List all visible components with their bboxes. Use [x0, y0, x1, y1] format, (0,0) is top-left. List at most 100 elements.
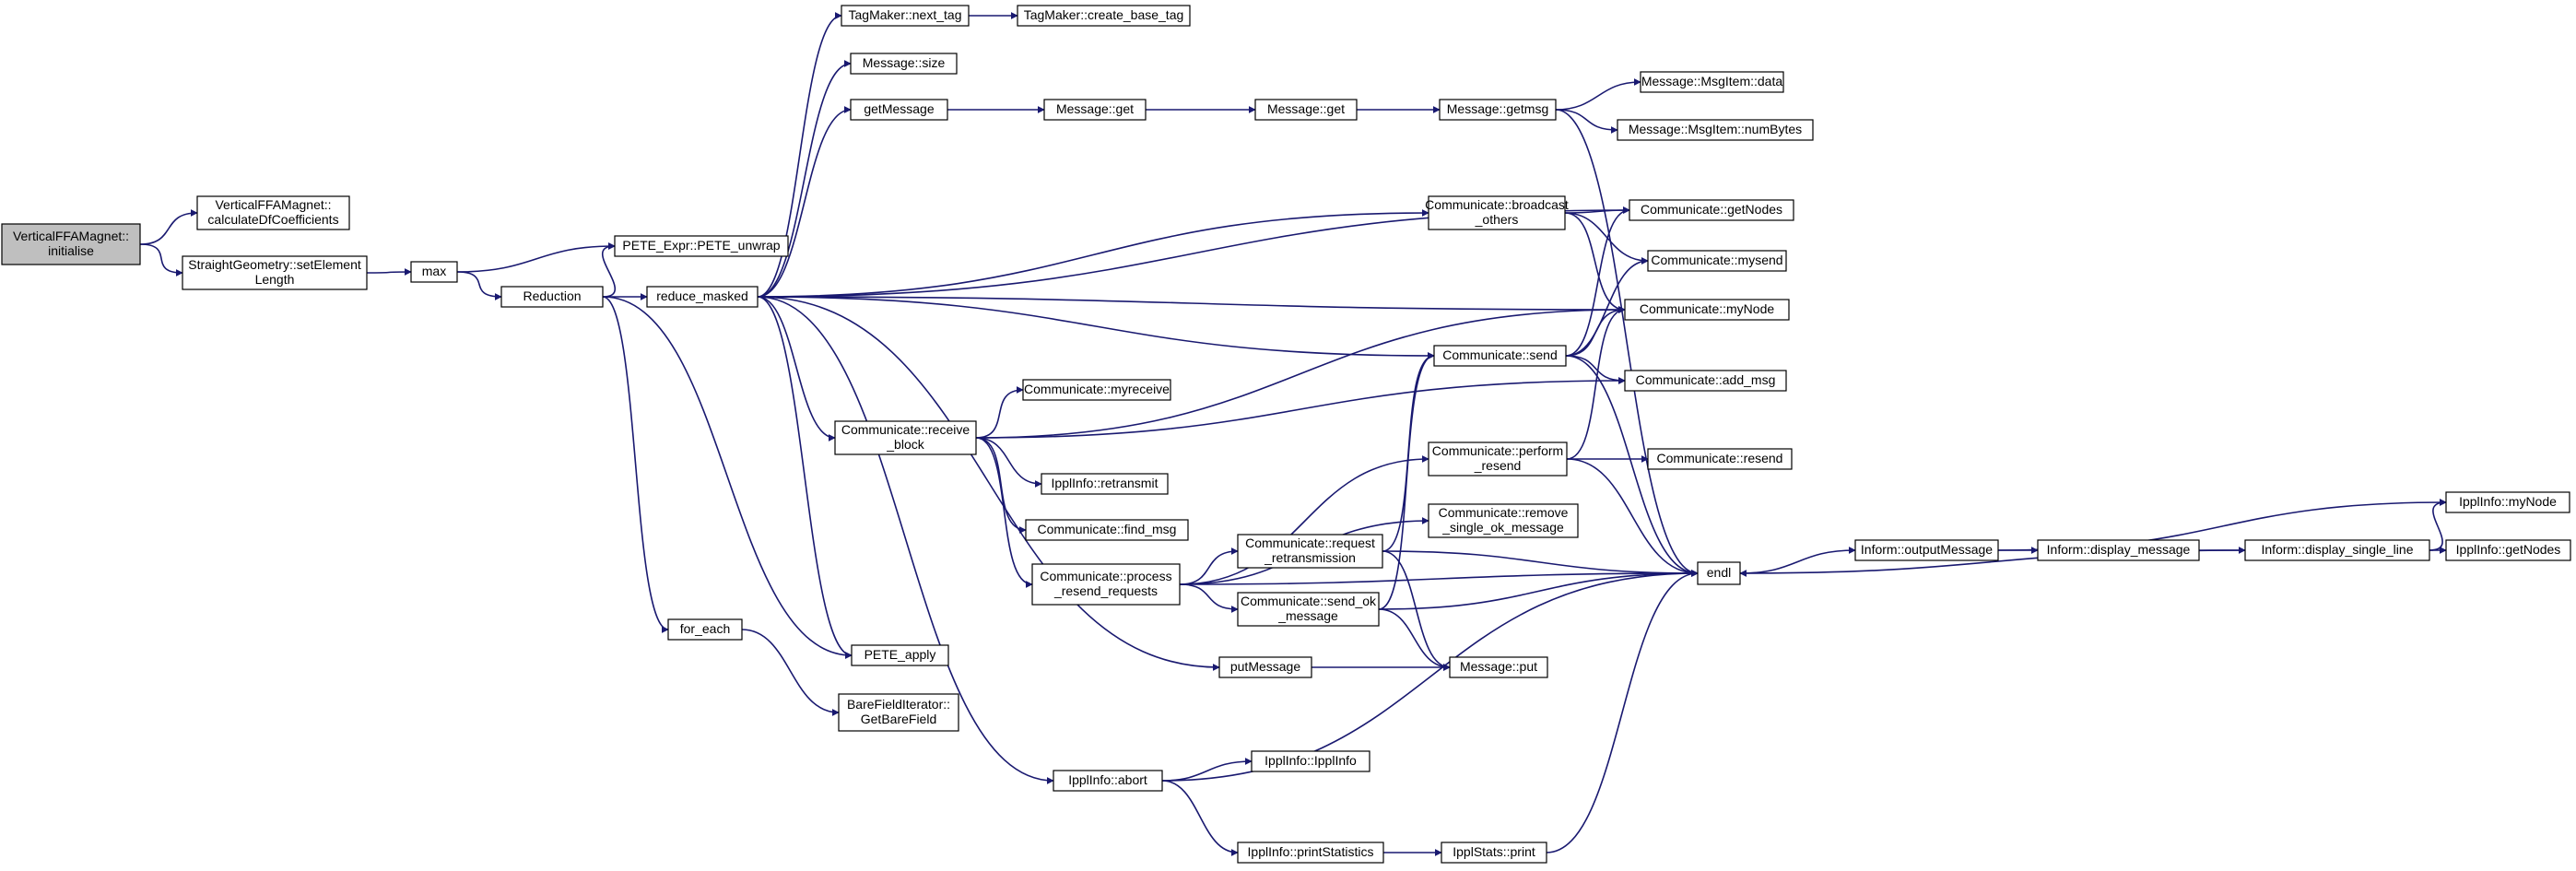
node-output-message[interactable]: Inform::outputMessage [1854, 539, 1999, 561]
edge-line [757, 296, 1435, 359]
node-label: PETE_apply [865, 647, 936, 662]
node-msg-get1[interactable]: Message::get [1043, 99, 1147, 121]
node-perform-resend[interactable]: Communicate::perform_resend [1428, 441, 1568, 477]
node-tag-next[interactable]: TagMaker::next_tag [841, 5, 970, 27]
node-ippl-info[interactable]: IpplInfo::IpplInfo [1251, 750, 1370, 772]
edge-for-each-to-bare-field [741, 629, 840, 716]
node-msg-put[interactable]: Message::put [1449, 656, 1548, 678]
node-add-msg[interactable]: Communicate::add_msg [1624, 370, 1787, 392]
node-box [1218, 656, 1312, 678]
node-root[interactable]: VerticalFFAMagnet::initialise [1, 223, 141, 265]
node-print-stats[interactable]: IpplInfo::printStatistics [1237, 842, 1384, 864]
node-retransmit[interactable]: IpplInfo::retransmit [1041, 473, 1169, 495]
node-label: Communicate::getNodes [1641, 202, 1782, 217]
node-ippl-my-node[interactable]: IpplInfo::myNode [2445, 491, 2570, 513]
node-label: Message::getmsg [1447, 101, 1549, 116]
node-for-each[interactable]: for_each [667, 618, 743, 641]
node-mysend[interactable]: Communicate::mysend [1647, 250, 1787, 272]
edge-line [757, 209, 1429, 298]
node-receive-block[interactable]: Communicate::receive_block [834, 420, 977, 455]
edge-request-retrans-to-endl [1382, 550, 1699, 577]
node-box [1428, 195, 1566, 230]
node-pete-apply[interactable]: PETE_apply [851, 644, 949, 666]
node-label: Message::MsgItem::numBytes [1629, 122, 1802, 136]
edge-line [757, 106, 852, 298]
edge-line [741, 629, 840, 716]
edge-reduce-masked-to-tag-next [757, 12, 842, 298]
node-box [1439, 99, 1557, 121]
node-bare-field[interactable]: BareFieldIterator::GetBareField [838, 693, 959, 732]
node-process-resend[interactable]: Communicate::process_resend_requests [1031, 563, 1181, 606]
edge-line [456, 242, 616, 273]
node-label: IpplInfo::printStatistics [1248, 844, 1374, 859]
node-box [2037, 539, 2200, 561]
node-resend[interactable]: Communicate::resend [1647, 448, 1793, 470]
node-send-ok[interactable]: Communicate::send_ok_message [1237, 592, 1380, 627]
node-label: Message::MsgItem::data [1641, 74, 1783, 88]
edge-line [1564, 206, 1630, 215]
node-broadcast[interactable]: Communicate::broadcast_others [1425, 195, 1569, 230]
node-msg-getmsg[interactable]: Message::getmsg [1439, 99, 1557, 121]
edge-receive-block-to-find-msg [975, 437, 1027, 534]
edge-broadcast-to-my-node [1564, 212, 1626, 313]
node-msg-get2[interactable]: Message::get [1254, 99, 1358, 121]
node-calc-df[interactable]: VerticalFFAMagnet::calculateDfCoefficien… [196, 195, 350, 230]
node-max[interactable]: max [410, 261, 458, 283]
edge-line [456, 271, 502, 300]
node-request-retrans[interactable]: Communicate::request_retransmission [1237, 534, 1383, 569]
node-send[interactable]: Communicate::send [1433, 345, 1567, 367]
node-remove-single[interactable]: Communicate::remove_single_ok_message [1428, 503, 1579, 538]
node-box [1629, 199, 1794, 221]
node-stats-print[interactable]: IpplStats::print [1441, 842, 1547, 864]
node-label: getMessage [864, 101, 934, 116]
edge-msg-getmsg-to-item-data [1555, 78, 1641, 111]
edge-line [602, 296, 853, 659]
node-reduce-masked[interactable]: reduce_masked [646, 286, 759, 308]
edge-line [1565, 206, 1630, 357]
node-label: _retransmission [1264, 550, 1356, 565]
node-label: putMessage [1230, 659, 1300, 674]
edge-line [601, 242, 617, 298]
node-reduction[interactable]: Reduction [500, 286, 604, 308]
edge-reduce-masked-to-put-message [757, 296, 1220, 671]
node-ippl-get-nodes[interactable]: IpplInfo::getNodes [2445, 539, 2571, 561]
node-msg-size[interactable]: Message::size [850, 53, 958, 75]
node-box [646, 286, 759, 308]
node-label: VerticalFFAMagnet:: [13, 229, 129, 243]
edge-process-resend-to-send-ok [1179, 583, 1239, 613]
node-box [614, 235, 789, 257]
node-box [1617, 119, 1814, 141]
node-endl[interactable]: endl [1697, 561, 1741, 585]
node-tag-create[interactable]: TagMaker::create_base_tag [1017, 5, 1191, 27]
edge-line [1161, 780, 1239, 856]
node-my-node[interactable]: Communicate::myNode [1624, 299, 1790, 321]
node-put-message[interactable]: putMessage [1218, 656, 1312, 678]
node-label: IpplInfo::abort [1068, 772, 1147, 787]
edge-line [1565, 257, 1649, 357]
node-label: Communicate::perform [1432, 443, 1563, 458]
node-box [1053, 770, 1163, 792]
edge-line [1179, 455, 1429, 585]
node-label: _resend [1474, 458, 1522, 473]
edge-request-retrans-to-msg-put [1382, 550, 1451, 671]
node-box [850, 99, 948, 121]
node-display-message[interactable]: Inform::display_message [2037, 539, 2200, 561]
node-display-single[interactable]: Inform::display_single_line [2244, 539, 2430, 561]
node-item-num-bytes[interactable]: Message::MsgItem::numBytes [1617, 119, 1814, 141]
node-get-message[interactable]: getMessage [850, 99, 948, 121]
node-get-nodes[interactable]: Communicate::getNodes [1629, 199, 1794, 221]
node-box [2244, 539, 2430, 561]
node-pete-unwrap[interactable]: PETE_Expr::PETE_unwrap [614, 235, 789, 257]
edge-perform-resend-to-my-node [1566, 306, 1626, 460]
node-box [1237, 534, 1383, 569]
node-ippl-abort[interactable]: IpplInfo::abort [1053, 770, 1163, 792]
node-label: initialise [48, 243, 94, 258]
edge-send-to-add-msg [1565, 355, 1626, 384]
node-item-data[interactable]: Message::MsgItem::data [1640, 71, 1784, 93]
edge-line [757, 12, 842, 298]
node-label: Communicate::send_ok [1241, 594, 1377, 608]
node-find-msg[interactable]: Communicate::find_msg [1025, 519, 1189, 541]
node-myreceive[interactable]: Communicate::myreceive [1022, 379, 1171, 401]
